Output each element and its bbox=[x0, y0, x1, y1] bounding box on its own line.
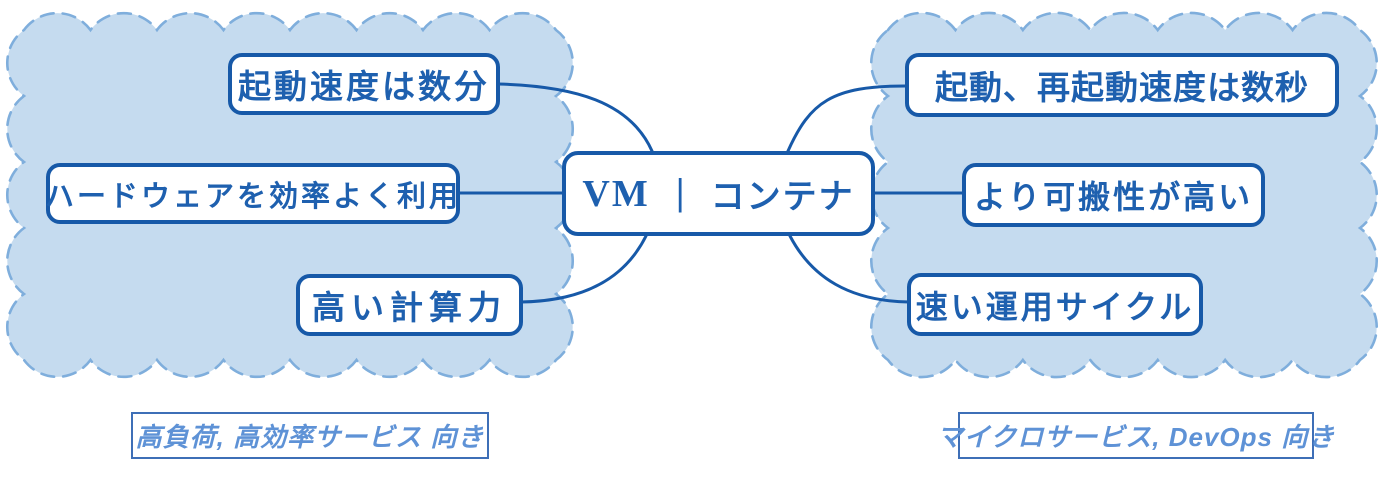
node-boot-speed-minutes: 起動速度は数分 bbox=[228, 53, 500, 115]
node-efficient-hardware-use: ハードウェアを効率よく利用 bbox=[45, 163, 462, 224]
caption-label: 高負荷, 高効率サービス 向き bbox=[135, 422, 485, 452]
node-label: ハードウェアを効率よく利用 bbox=[45, 180, 462, 213]
node-high-compute-power: 高い計算力 bbox=[296, 274, 523, 336]
node-more-portable: より可搬性が高い bbox=[962, 163, 1265, 227]
node-label: 速い運用サイクル bbox=[915, 288, 1195, 325]
caption-container-use-case: マイクロサービス, DevOps 向き bbox=[937, 412, 1334, 459]
separator-pipe: | bbox=[675, 172, 685, 214]
caption-vm-use-case: 高負荷, 高効率サービス 向き bbox=[131, 412, 489, 459]
vm-label: VM bbox=[582, 172, 650, 215]
connector-bottomright-line bbox=[788, 234, 911, 304]
connector-topleft-line bbox=[496, 82, 654, 153]
container-label: コンテナ bbox=[710, 178, 855, 216]
connector-bottomleft-line bbox=[519, 234, 648, 304]
node-restart-speed-seconds: 起動、再起動速度は数秒 bbox=[905, 53, 1339, 117]
connector-topright-line bbox=[786, 84, 907, 153]
node-fast-ops-cycle: 速い運用サイクル bbox=[907, 273, 1203, 336]
node-label: 高い計算力 bbox=[312, 289, 507, 326]
node-label: 起動、再起動速度は数秒 bbox=[935, 69, 1309, 106]
caption-label: マイクロサービス, DevOps 向き bbox=[936, 422, 1336, 452]
node-vm-vs-container: VM | コンテナ bbox=[562, 151, 875, 236]
node-label: 起動速度は数分 bbox=[238, 68, 490, 105]
node-label: より可搬性が高い bbox=[973, 179, 1254, 215]
